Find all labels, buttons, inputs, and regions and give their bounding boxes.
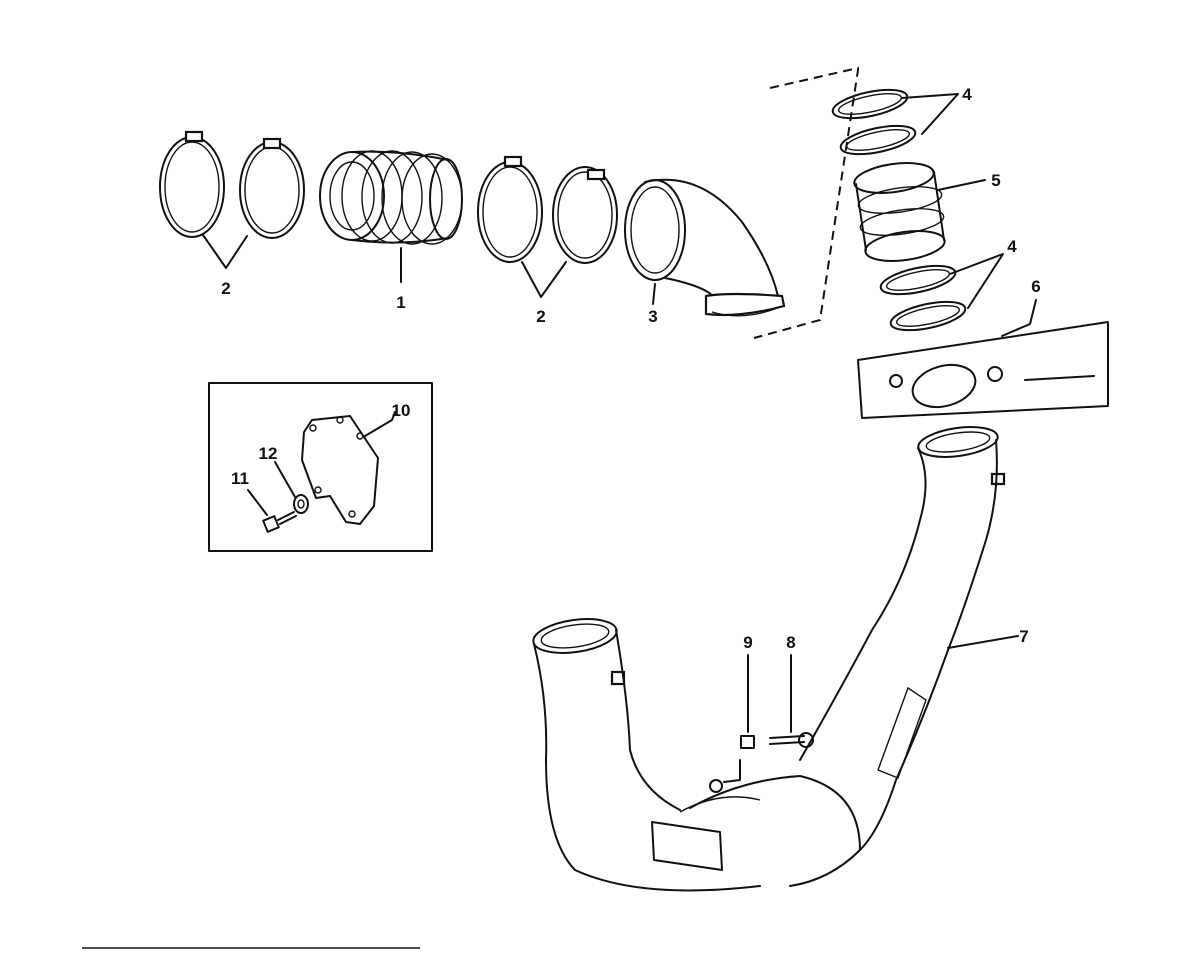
hose-clamp-right-inner — [552, 166, 618, 264]
clamp-top-1 — [831, 88, 909, 120]
leader-9-to-pipe — [723, 759, 741, 783]
leader-7 — [947, 635, 1019, 649]
leader-5 — [937, 179, 986, 191]
dashed-bracket — [753, 66, 859, 339]
callout-2-left: 2 — [221, 279, 230, 298]
washer-12 — [293, 494, 309, 514]
callout-4-top: 4 — [962, 85, 972, 104]
leader-2b — [521, 261, 567, 298]
callout-10: 10 — [392, 401, 411, 420]
gasket-plate — [857, 321, 1109, 419]
leader-2a — [202, 234, 248, 269]
clamp-bottom-1 — [879, 264, 957, 296]
callout-9: 9 — [743, 633, 752, 652]
leader-3 — [652, 283, 656, 305]
leader-10 — [364, 411, 396, 437]
leader-4a — [901, 93, 959, 135]
inset-box — [208, 382, 433, 552]
callout-12: 12 — [259, 444, 278, 463]
callout-8: 8 — [786, 633, 795, 652]
hose-clamp-left-inner — [239, 137, 305, 239]
bolt-11 — [262, 511, 297, 533]
nut-9 — [740, 735, 755, 749]
callout-4-bottom: 4 — [1007, 237, 1017, 256]
callout-11: 11 — [231, 469, 249, 488]
callout-5: 5 — [991, 171, 1000, 190]
bolt-8 — [769, 732, 814, 748]
leader-12 — [274, 461, 296, 498]
leader-6 — [1001, 299, 1037, 337]
hose-clamp-left-outer — [159, 130, 225, 238]
callout-1: 1 — [396, 293, 405, 312]
callout-3: 3 — [648, 307, 657, 326]
clamp-top-2 — [839, 124, 917, 156]
exhaust-pipe-assembly — [532, 426, 1006, 892]
clamp-bottom-2 — [889, 300, 967, 332]
hose-clamp-right-outer — [477, 155, 543, 263]
leader-11 — [247, 489, 268, 516]
callout-7: 7 — [1019, 627, 1028, 646]
callout-2-right: 2 — [536, 307, 545, 326]
bracket-plate — [301, 415, 379, 525]
exhaust-elbow — [624, 178, 786, 317]
bellows-hose — [319, 150, 463, 245]
callout-6: 6 — [1031, 277, 1040, 296]
leader-4b — [949, 253, 1004, 309]
rubber-sleeve — [853, 162, 946, 262]
